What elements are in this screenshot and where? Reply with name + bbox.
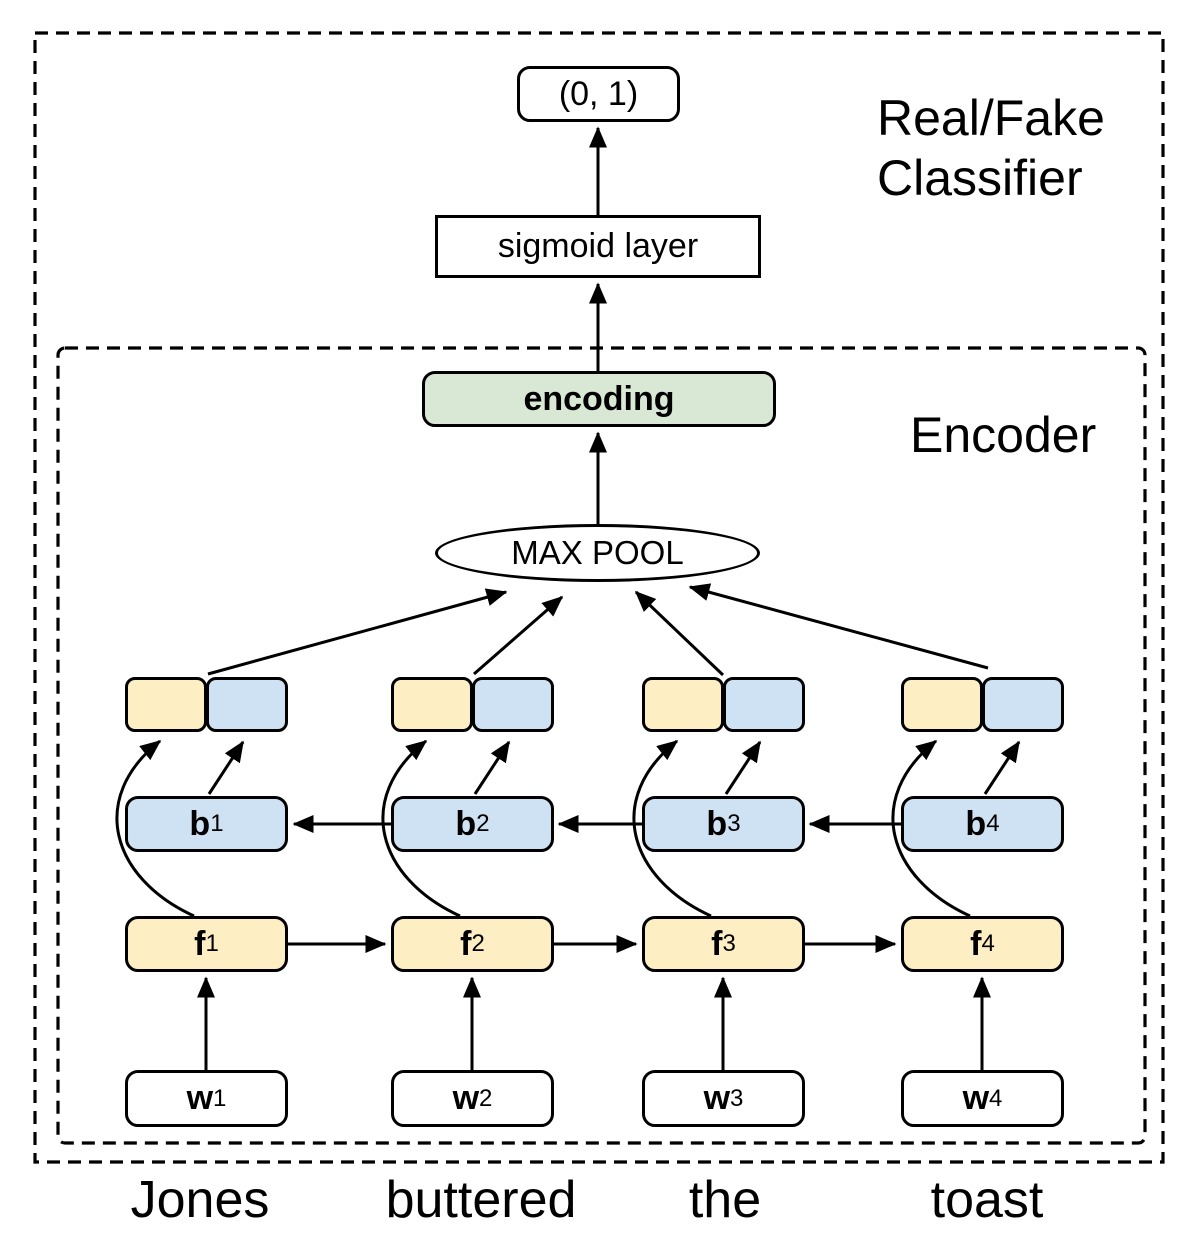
sigmoid-layer-label: sigmoid layer bbox=[497, 227, 699, 265]
output-range-label: (0, 1) bbox=[558, 74, 639, 113]
arrow-b4-to-concat4 bbox=[983, 740, 1021, 795]
unit-base: w bbox=[703, 1079, 731, 1117]
arrow-pair1-to-maxpool bbox=[207, 588, 508, 676]
unit-base: b bbox=[189, 804, 211, 843]
input-word-3: the bbox=[688, 1171, 762, 1229]
unit-base: f bbox=[711, 924, 723, 963]
unit-base: b bbox=[965, 804, 987, 843]
encoder-section-label: Encoder bbox=[910, 405, 1096, 465]
unit-base: w bbox=[962, 1079, 990, 1117]
unit-base: f bbox=[970, 924, 982, 963]
input-word-1: Jones bbox=[130, 1171, 270, 1229]
arrow-f4-to-concat4 bbox=[891, 739, 971, 918]
concat2-backward-cell bbox=[472, 677, 554, 732]
arrow-b1-to-concat1 bbox=[207, 740, 245, 795]
concat4-forward-cell bbox=[901, 677, 983, 732]
arrow-b3-to-concat3 bbox=[724, 740, 762, 795]
unit-base: b bbox=[455, 804, 477, 843]
classifier-label-line2: Classifier bbox=[877, 150, 1083, 206]
concat1-backward-cell bbox=[206, 677, 288, 732]
unit-base: w bbox=[186, 1079, 214, 1117]
unit-base: f bbox=[460, 924, 472, 963]
arrow-f1-to-concat1 bbox=[115, 739, 195, 918]
input-word-2: buttered bbox=[385, 1171, 577, 1229]
output-range-box: (0, 1) bbox=[517, 66, 680, 122]
classifier-dashed-border bbox=[33, 31, 1165, 1164]
arrow-pair4-to-maxpool bbox=[688, 583, 989, 670]
arrow-b2-to-concat2 bbox=[473, 740, 511, 795]
encoding-label: encoding bbox=[523, 379, 675, 418]
encoder-label-text: Encoder bbox=[910, 407, 1097, 463]
concat3-forward-cell bbox=[642, 677, 724, 732]
arrow-f3-to-concat3 bbox=[632, 739, 712, 918]
unit-base: w bbox=[452, 1079, 480, 1117]
encoder-dashed-border bbox=[56, 346, 1147, 1145]
classifier-section-label: Real/Fake Classifier bbox=[877, 88, 1105, 208]
maxpool-label: MAX POOL bbox=[511, 534, 684, 571]
unit-base: f bbox=[194, 924, 206, 963]
arrow-pair2-to-maxpool bbox=[473, 595, 564, 676]
unit-base: b bbox=[706, 804, 728, 843]
arrow-pair3-to-maxpool bbox=[634, 590, 725, 677]
concat2-forward-cell bbox=[391, 677, 473, 732]
concat4-backward-cell bbox=[982, 677, 1064, 732]
sigmoid-layer-box: sigmoid layer bbox=[435, 215, 761, 278]
concat1-forward-cell bbox=[125, 677, 207, 732]
encoding-box: encoding bbox=[422, 371, 776, 427]
arrow-f2-to-concat2 bbox=[381, 739, 461, 918]
input-word-4: toast bbox=[930, 1171, 1044, 1229]
classifier-label-line1: Real/Fake bbox=[877, 90, 1105, 146]
maxpool-ellipse: MAX POOL bbox=[435, 524, 760, 582]
concat3-backward-cell bbox=[723, 677, 805, 732]
